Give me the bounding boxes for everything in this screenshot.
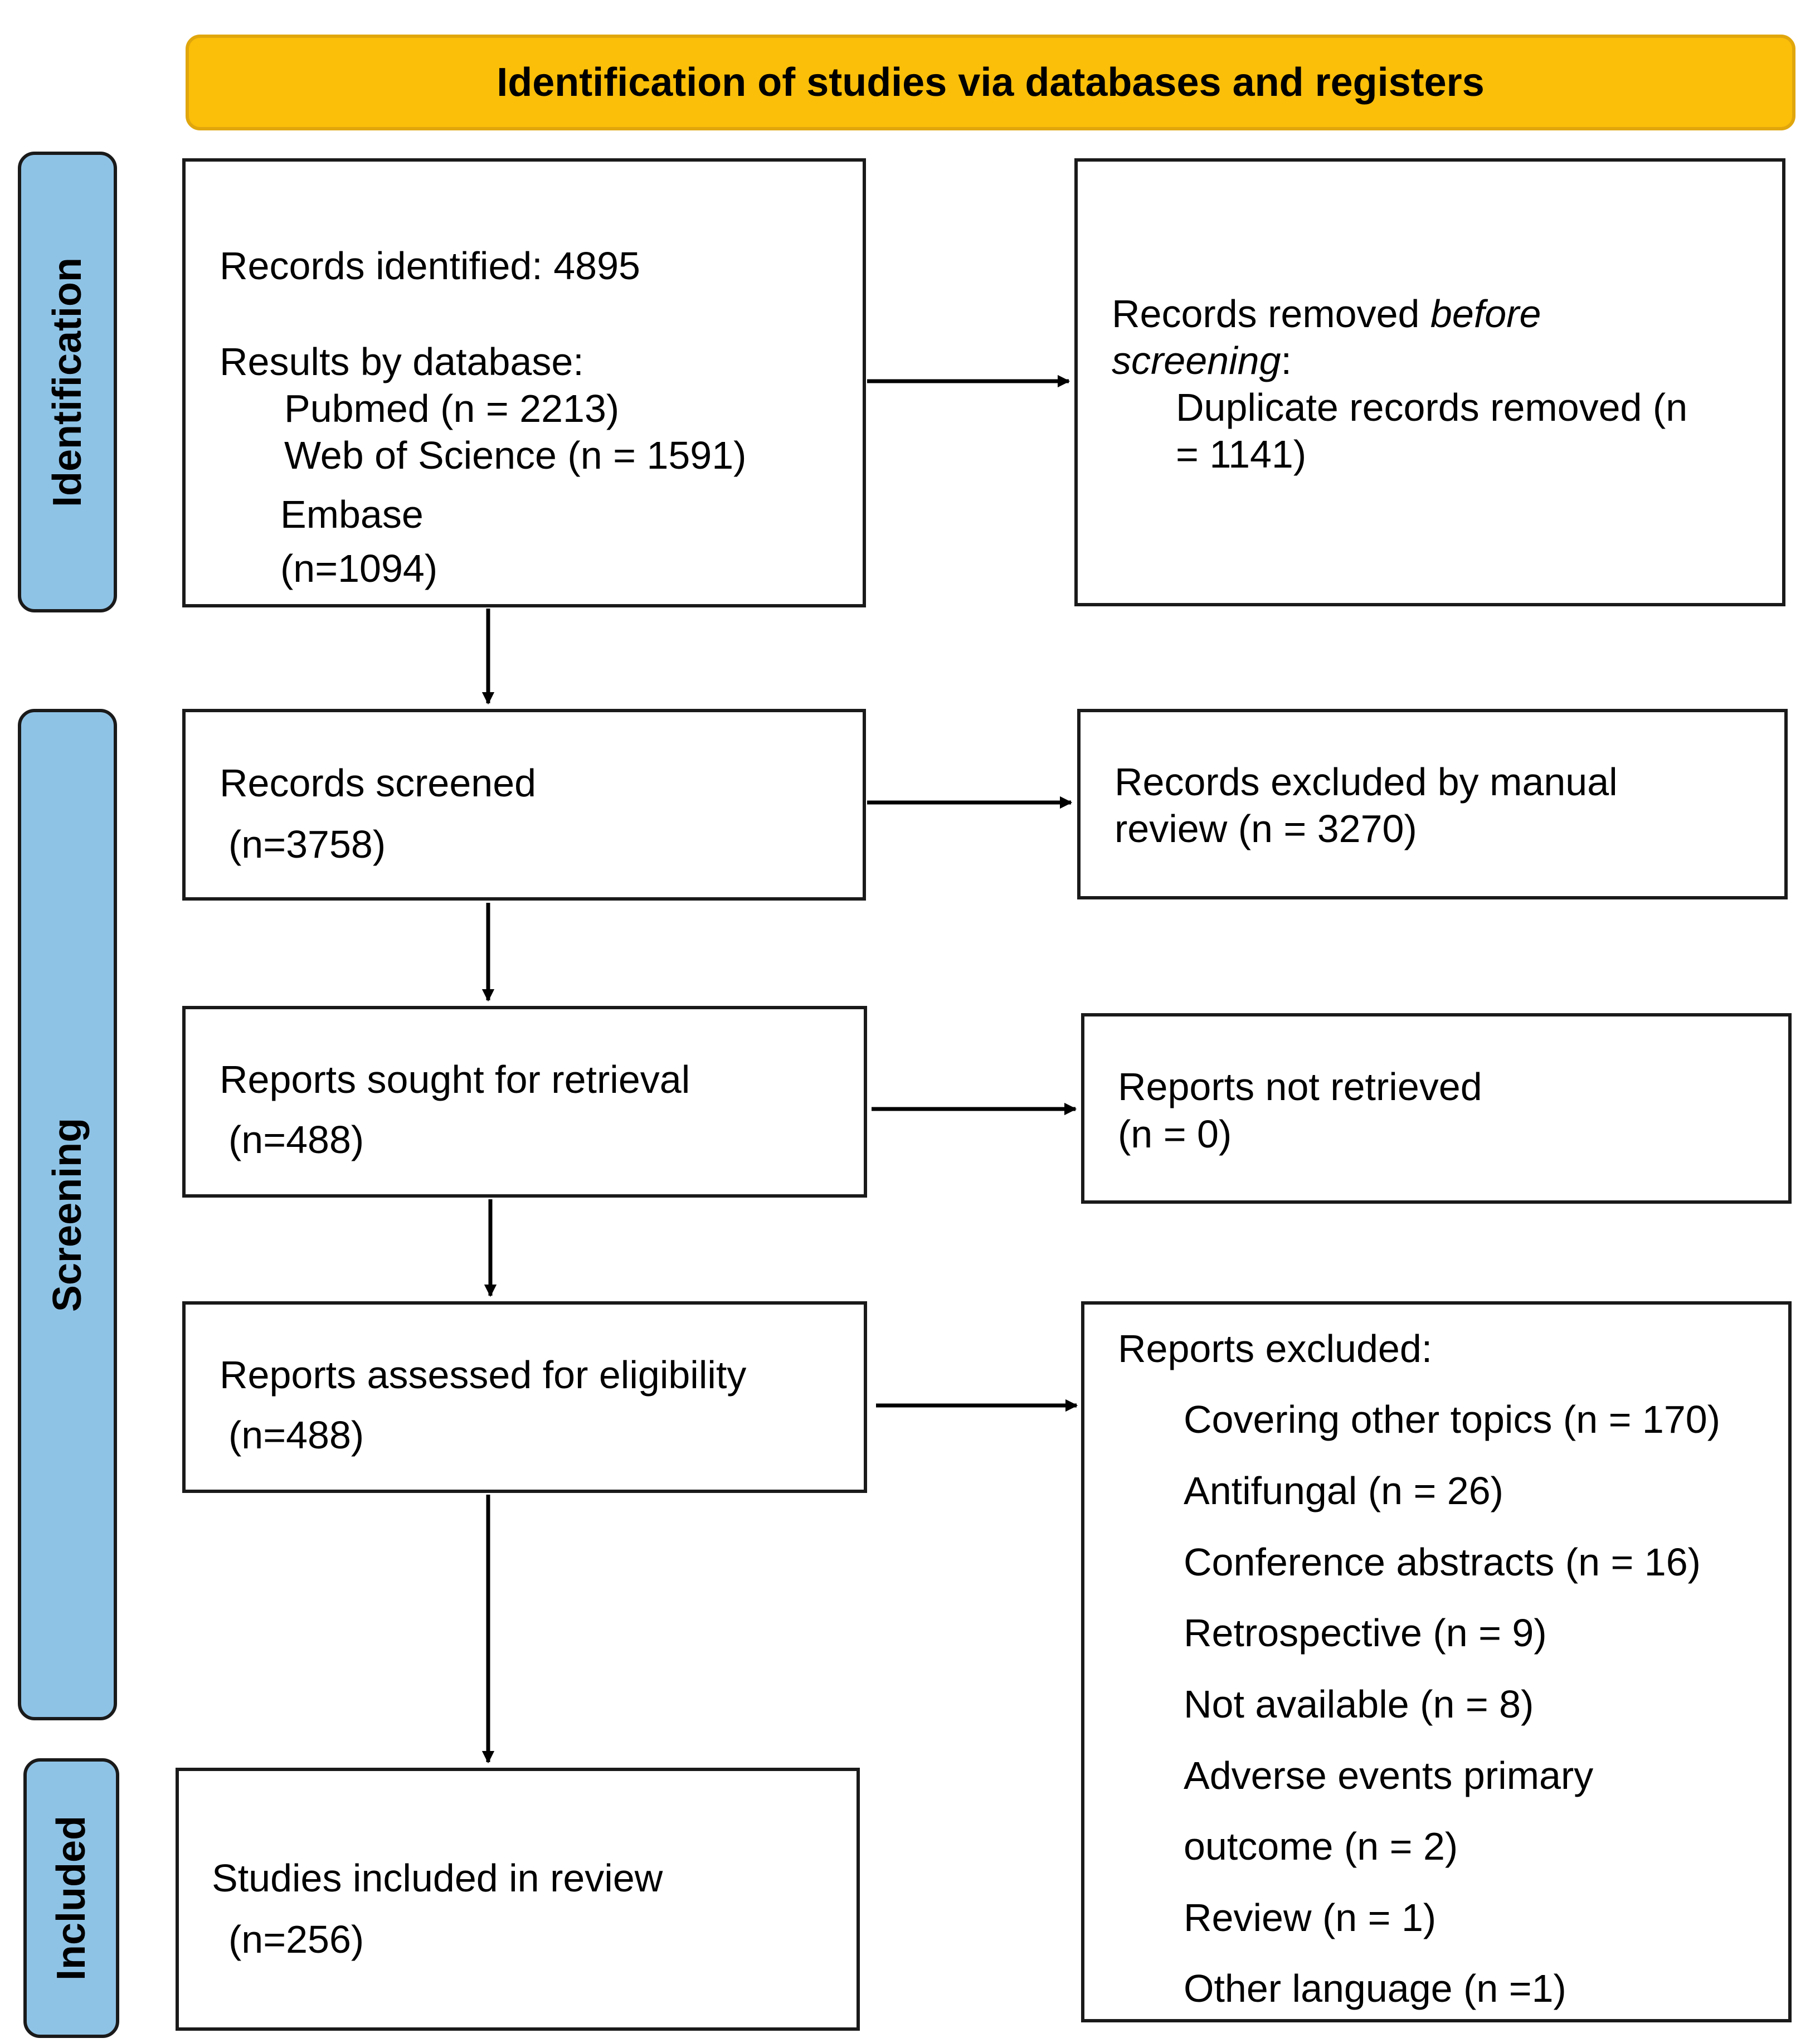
studies-included-text: Studies included in review	[212, 1856, 663, 1900]
studies-included-box	[176, 1768, 860, 2031]
reports-assessed-box	[182, 1301, 867, 1493]
exclusion-reason: Antifungal (n = 26)	[1184, 1469, 1503, 1512]
results-by-database-text: Results by database:	[220, 340, 584, 383]
screening-word: screening	[1112, 339, 1281, 382]
embase-count-text: (n=1094)	[280, 547, 438, 590]
exclusion-reason: Other language (n =1)	[1184, 1967, 1566, 2010]
header-title: Identification of studies via databases …	[497, 60, 1485, 105]
exclusion-reason: Review (n = 1)	[1184, 1896, 1437, 1939]
embase-label-text: Embase	[280, 493, 424, 536]
header-banner: Identification of studies via databases …	[186, 35, 1795, 130]
phase-screening: Screening	[18, 709, 117, 1720]
records-identified-text: Records identified: 4895	[220, 244, 640, 288]
screening-colon: :	[1281, 339, 1292, 382]
reports-sought-box	[182, 1006, 867, 1198]
records-excluded-box	[1077, 709, 1788, 899]
records-screened-count-text: (n=3758)	[228, 823, 386, 866]
records-excluded-text: Records excluded by manual	[1115, 760, 1618, 804]
reports-not-retrieved-box	[1081, 1013, 1792, 1204]
records-removed-label: Records removed	[1112, 292, 1430, 335]
duplicate-records-text: Duplicate records removed (n	[1176, 386, 1688, 429]
records-removed-text: Records removed before	[1112, 294, 1541, 333]
reports-excluded-box	[1081, 1301, 1792, 2022]
records-removed-box	[1074, 158, 1785, 606]
exclusion-reason: Retrospective (n = 9)	[1184, 1611, 1547, 1655]
exclusion-reason: outcome (n = 2)	[1184, 1825, 1458, 1868]
records-screened-text: Records screened	[220, 761, 537, 805]
records-screened-box	[182, 709, 866, 901]
reports-not-retrieved-text: Reports not retrieved	[1118, 1065, 1482, 1108]
records-identified-box	[182, 158, 866, 607]
exclusion-reason: Covering other topics (n = 170)	[1184, 1398, 1721, 1441]
before-italic-text: before	[1430, 292, 1541, 335]
reports-excluded-title: Reports excluded:	[1118, 1327, 1433, 1370]
reports-assessed-text: Reports assessed for eligibility	[220, 1353, 747, 1397]
screening-italic-text: screening:	[1112, 341, 1292, 380]
phase-identification: Identification	[18, 152, 117, 612]
web-of-science-count-text: Web of Science (n = 1591)	[284, 434, 747, 477]
exclusion-reason: Not available (n = 8)	[1184, 1682, 1534, 1726]
reports-not-retrieved-count-text: (n = 0)	[1118, 1112, 1232, 1156]
duplicate-records-count-text: = 1141)	[1176, 432, 1307, 476]
studies-included-count-text: (n=256)	[228, 1918, 364, 1961]
reports-sought-text: Reports sought for retrieval	[220, 1058, 690, 1101]
records-excluded-count-text: review (n = 3270)	[1115, 807, 1417, 850]
exclusion-reason: Adverse events primary	[1184, 1754, 1594, 1797]
exclusion-reason: Conference abstracts (n = 16)	[1184, 1540, 1701, 1584]
phase-included: Included	[23, 1758, 119, 2038]
reports-sought-count-text: (n=488)	[228, 1118, 364, 1161]
pubmed-count-text: Pubmed (n = 2213)	[284, 387, 620, 430]
reports-assessed-count-text: (n=488)	[228, 1413, 364, 1457]
